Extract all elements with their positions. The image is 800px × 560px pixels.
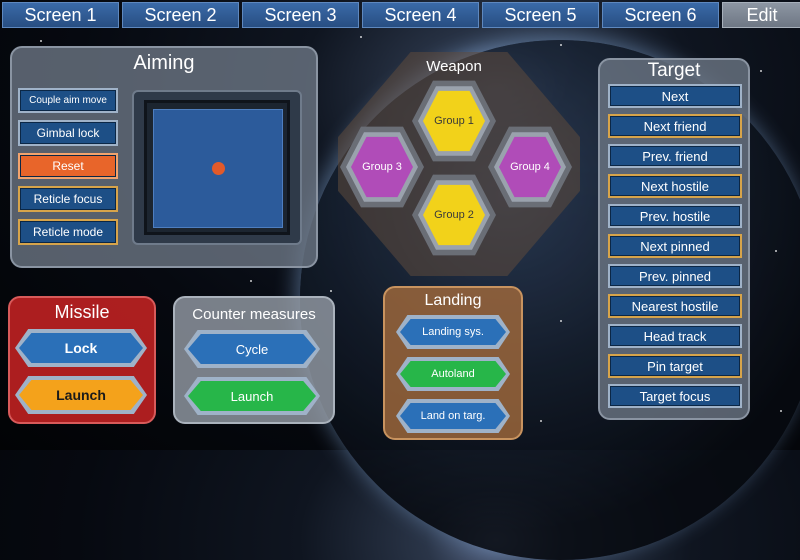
gimbal-lock-button[interactable]: Gimbal lock [18, 120, 118, 146]
aiming-title: Aiming [133, 52, 195, 74]
screen-tabs: Screen 1 Screen 2 Screen 3 Screen 4 Scre… [0, 0, 800, 28]
missile-title: Missile [54, 302, 110, 322]
weapon-group-2-label: Group 2 [423, 184, 485, 246]
missile-launch-label: Launch [19, 380, 143, 410]
reticle-mode-button[interactable]: Reticle mode [18, 219, 118, 245]
target-title: Target [647, 60, 701, 81]
target-prev-pinned-button[interactable]: Prev. pinned [608, 264, 742, 288]
missile-launch-button[interactable]: Launch [15, 376, 147, 414]
target-pin-target-button[interactable]: Pin target [608, 354, 742, 378]
weapon-group-3-label: Group 3 [351, 136, 413, 198]
target-prev-hostile-button[interactable]: Prev. hostile [608, 204, 742, 228]
target-head-track-button[interactable]: Head track [608, 324, 742, 348]
target-nearest-hostile-button[interactable]: Nearest hostile [608, 294, 742, 318]
target-panel: Target Next Next friend Prev. friend Nex… [598, 58, 750, 420]
weapon-group-1-label: Group 1 [423, 90, 485, 152]
landing-title: Landing [424, 292, 482, 309]
autoland-button[interactable]: Autoland [396, 357, 510, 391]
counter-launch-button[interactable]: Launch [184, 377, 320, 415]
counter-launch-label: Launch [188, 381, 316, 411]
tab-screen-3[interactable]: Screen 3 [242, 2, 359, 28]
land-on-target-label: Land on targ. [400, 403, 506, 429]
target-prev-friend-button[interactable]: Prev. friend [608, 144, 742, 168]
reticle-focus-button[interactable]: Reticle focus [18, 186, 118, 212]
aim-pad-frame [144, 100, 290, 235]
counter-cycle-button[interactable]: Cycle [184, 330, 320, 368]
edit-button[interactable]: Edit [722, 2, 800, 28]
reset-button[interactable]: Reset [18, 153, 118, 179]
aim-area[interactable] [153, 109, 283, 228]
tab-screen-2[interactable]: Screen 2 [122, 2, 239, 28]
target-next-hostile-button[interactable]: Next hostile [608, 174, 742, 198]
tab-screen-5[interactable]: Screen 5 [482, 2, 599, 28]
tab-screen-1[interactable]: Screen 1 [2, 2, 119, 28]
land-on-target-button[interactable]: Land on targ. [396, 399, 510, 433]
missile-lock-button[interactable]: Lock [15, 329, 147, 367]
target-next-button[interactable]: Next [608, 84, 742, 108]
autoland-label: Autoland [400, 361, 506, 387]
counter-measures-title: Counter measures [192, 306, 316, 323]
aim-pad [132, 90, 302, 245]
landing-sys-button[interactable]: Landing sys. [396, 315, 510, 349]
target-focus-button[interactable]: Target focus [608, 384, 742, 408]
target-next-friend-button[interactable]: Next friend [608, 114, 742, 138]
target-next-pinned-button[interactable]: Next pinned [608, 234, 742, 258]
couple-aim-move-button[interactable]: Couple aim move [18, 88, 118, 113]
tab-screen-4[interactable]: Screen 4 [362, 2, 479, 28]
tab-screen-6[interactable]: Screen 6 [602, 2, 719, 28]
counter-cycle-label: Cycle [188, 334, 316, 364]
weapon-title: Weapon [426, 58, 482, 75]
aim-reticle-dot[interactable] [212, 162, 225, 175]
missile-lock-label: Lock [19, 333, 143, 363]
landing-sys-label: Landing sys. [400, 319, 506, 345]
